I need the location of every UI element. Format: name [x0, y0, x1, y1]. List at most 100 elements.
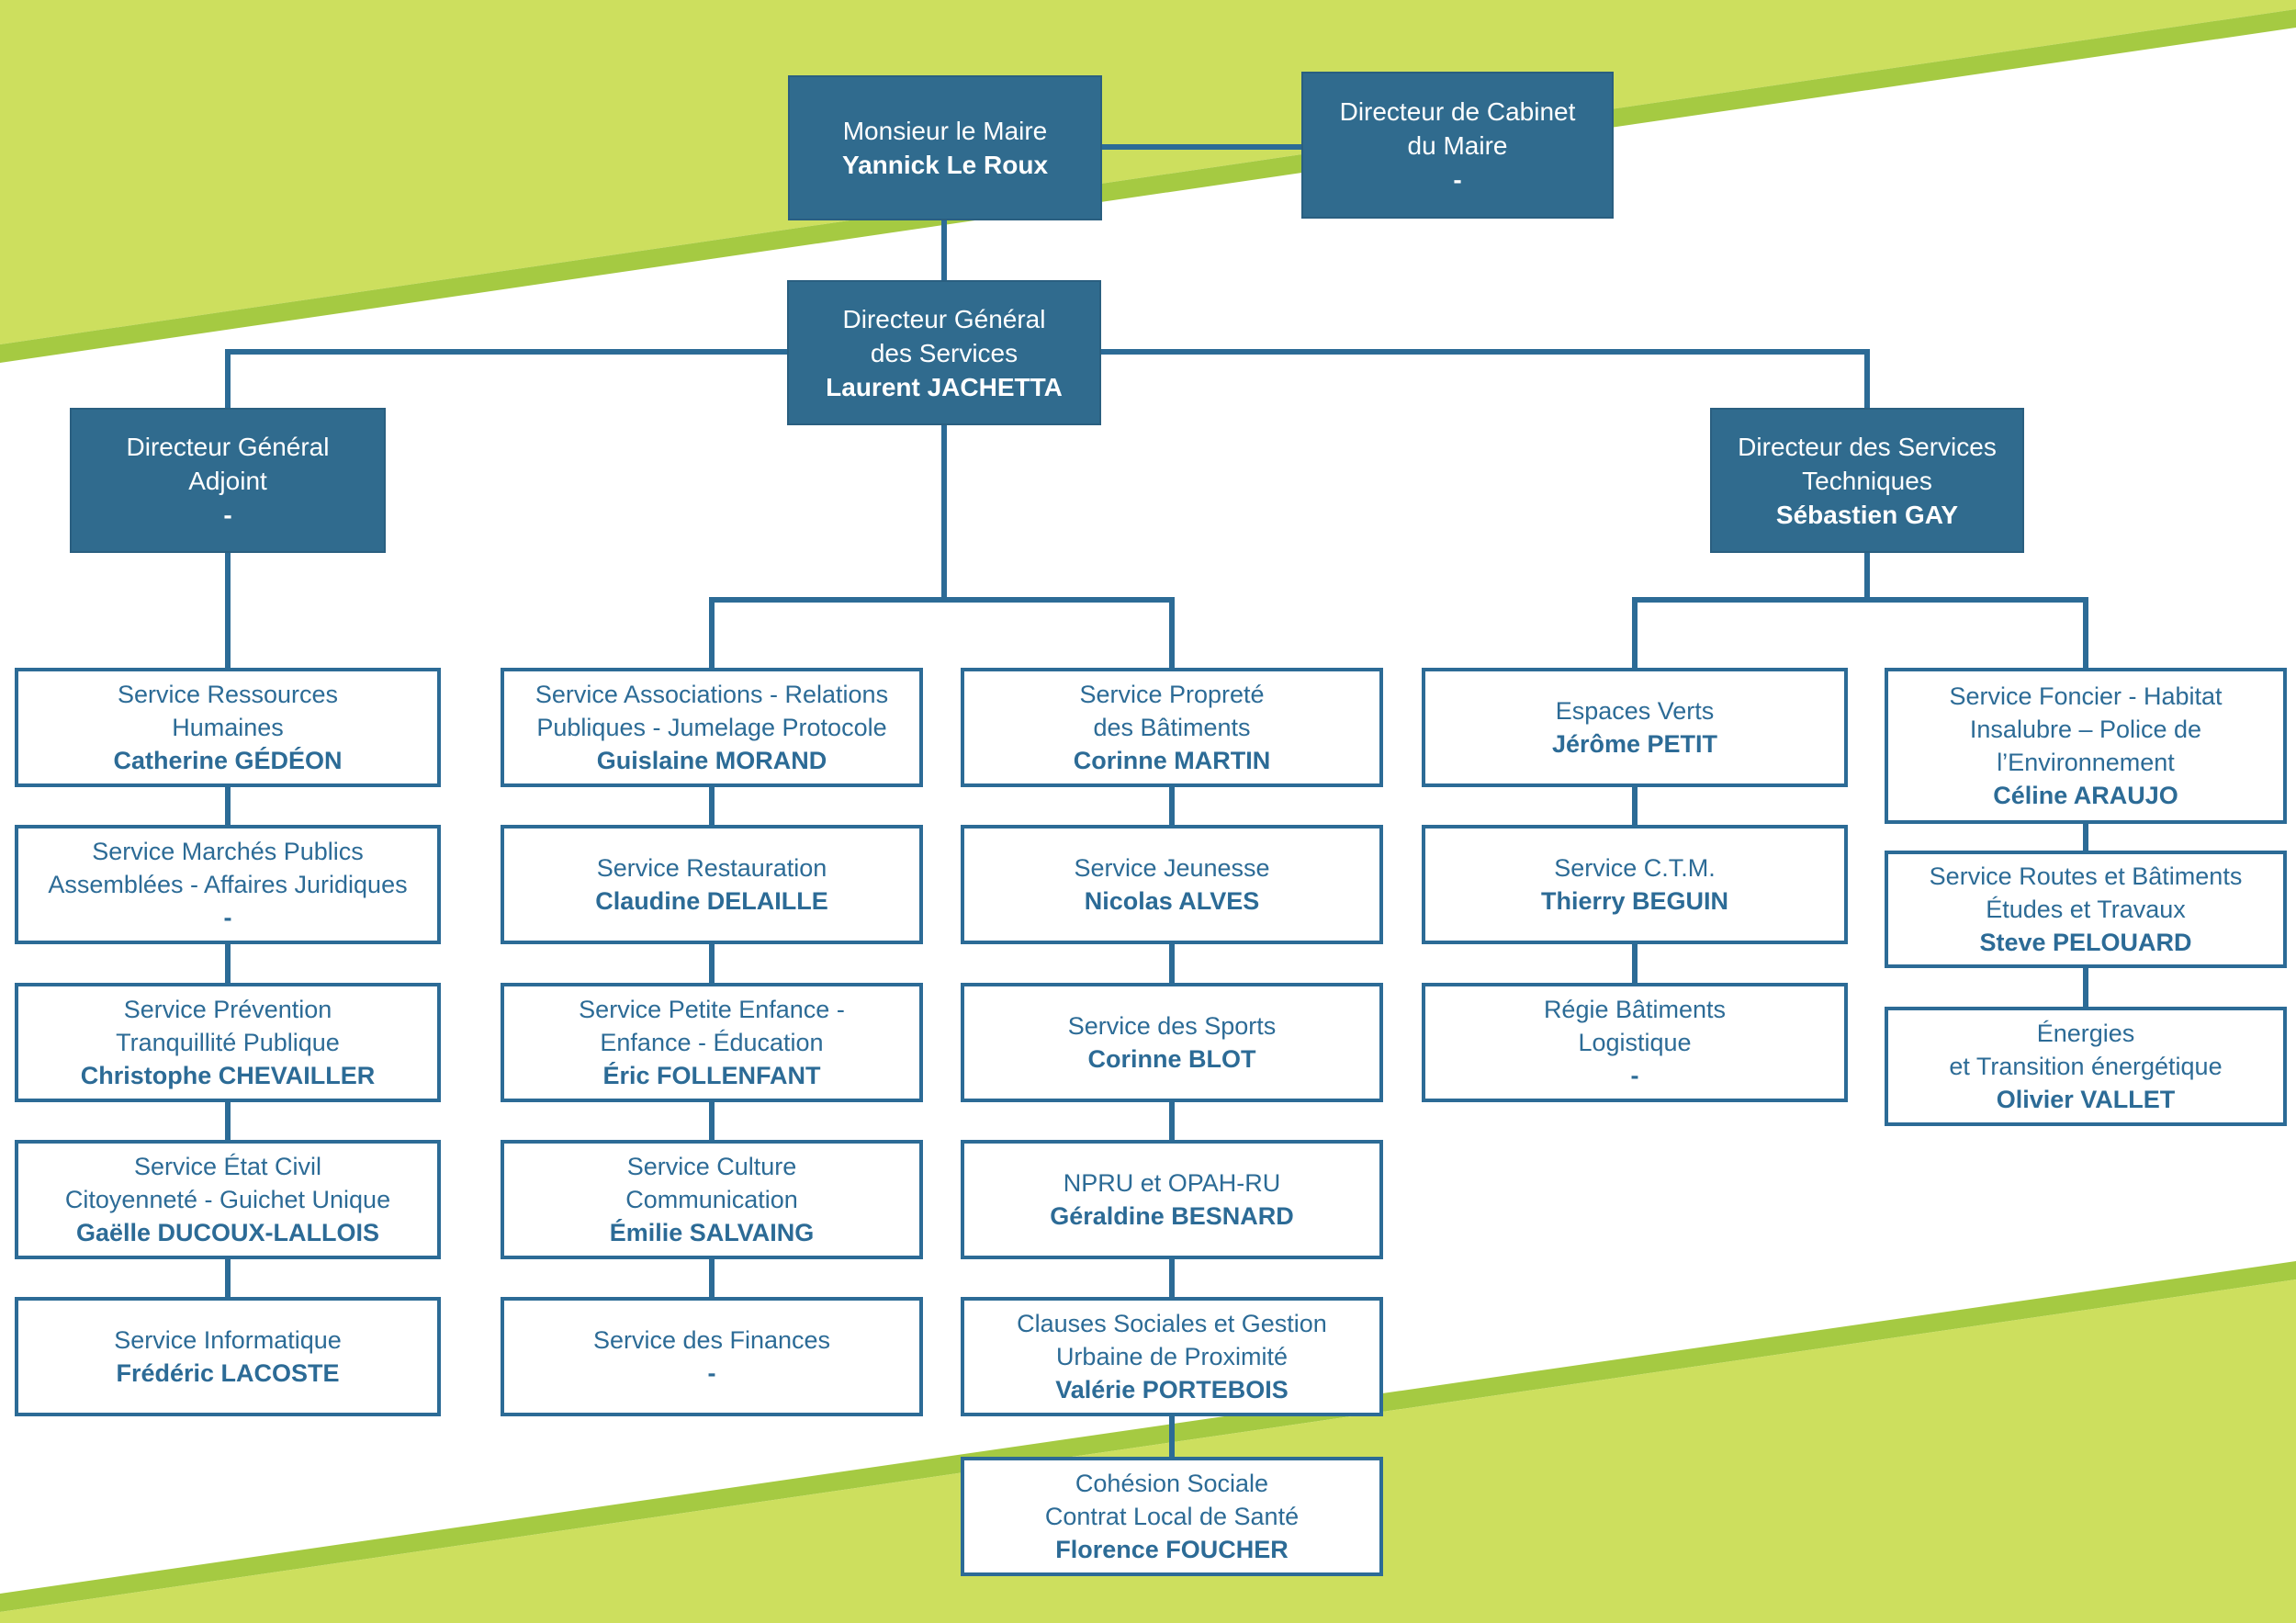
- connector-line: [1101, 144, 1301, 150]
- connector-line: [225, 352, 231, 408]
- service-line: Insalubre – Police de: [1969, 716, 2202, 743]
- person-name: Sébastien GAY: [1775, 500, 1959, 529]
- connector-line: [709, 597, 1175, 603]
- title-line: Directeur Général: [842, 304, 1046, 333]
- connector-line: [225, 553, 231, 668]
- person-name: Steve PELOUARD: [1979, 929, 2192, 956]
- service-line: Régie Bâtiments: [1543, 996, 1727, 1023]
- service-line: l’Environnement: [1997, 749, 2175, 776]
- person-name: Catherine GÉDÉON: [113, 747, 343, 774]
- box-espaces-verts: Espaces Verts Jérôme PETIT: [1422, 668, 1848, 787]
- connector-line: [1169, 1102, 1175, 1140]
- person-name: Laurent JACHETTA: [826, 372, 1063, 401]
- title-line: Techniques: [1802, 466, 1932, 495]
- person-name: -: [1630, 1062, 1639, 1089]
- service-line: Service des Finances: [592, 1326, 831, 1354]
- connector-line: [1632, 597, 2088, 603]
- box-energies-transition: Énergies et Transition énergétique Olivi…: [1885, 1007, 2287, 1126]
- connector-line: [1864, 553, 1870, 601]
- person-name: Yannick Le Roux: [841, 151, 1049, 179]
- box-npru-opah-ru: NPRU et OPAH-RU Géraldine BESNARD: [961, 1140, 1383, 1259]
- service-line: Publiques - Jumelage Protocole: [536, 714, 887, 741]
- box-dgs: Directeur Général des Services Laurent J…: [787, 280, 1101, 425]
- service-line: Service État Civil: [133, 1153, 322, 1180]
- service-line: Service Foncier - Habitat: [1949, 682, 2223, 710]
- box-service-prevention: Service Prévention Tranquillité Publique…: [15, 983, 441, 1102]
- connector-line: [1169, 597, 1175, 668]
- service-line: Service Informatique: [114, 1326, 342, 1354]
- connector-line: [1169, 944, 1175, 983]
- person-name: Claudine DELAILLE: [595, 887, 828, 915]
- person-name: Nicolas ALVES: [1084, 887, 1260, 915]
- person-name: Géraldine BESNARD: [1050, 1202, 1294, 1230]
- service-line: Service Petite Enfance -: [579, 996, 845, 1023]
- connector-line: [709, 787, 715, 825]
- box-service-associations: Service Associations - Relations Publiqu…: [501, 668, 923, 787]
- person-name: Émilie SALVAING: [609, 1219, 815, 1246]
- service-line: NPRU et OPAH-RU: [1063, 1169, 1281, 1197]
- person-name: -: [707, 1359, 716, 1387]
- connector-line: [709, 944, 715, 983]
- box-maire: Monsieur le Maire Yannick Le Roux: [788, 75, 1102, 220]
- service-line: Service Routes et Bâtiments: [1929, 862, 2243, 890]
- service-line: Service Ressources: [117, 681, 339, 708]
- connector-line: [2083, 968, 2088, 1007]
- person-name: -: [1453, 164, 1462, 194]
- service-line: Citoyenneté - Guichet Unique: [64, 1186, 391, 1213]
- box-service-culture-communication: Service Culture Communication Émilie SAL…: [501, 1140, 923, 1259]
- person-name: Jérôme PETIT: [1551, 730, 1718, 758]
- person-name: Corinne MARTIN: [1073, 747, 1271, 774]
- box-service-ressources-humaines: Service Ressources Humaines Catherine GÉ…: [15, 668, 441, 787]
- person-name: Céline ARAUJO: [1993, 782, 2178, 809]
- person-name: -: [223, 904, 232, 931]
- connector-line: [941, 220, 947, 280]
- box-service-finances: Service des Finances -: [501, 1297, 923, 1416]
- title-line: des Services: [870, 338, 1019, 367]
- connector-line: [1632, 787, 1638, 825]
- service-line: Service Marchés Publics: [92, 838, 364, 865]
- person-name: Thierry BEGUIN: [1540, 887, 1729, 915]
- connector-line: [1864, 352, 1870, 408]
- connector-line: [1632, 944, 1638, 983]
- person-name: Christophe CHEVAILLER: [80, 1062, 376, 1089]
- box-service-petite-enfance: Service Petite Enfance - Enfance - Éduca…: [501, 983, 923, 1102]
- box-service-ctm: Service C.T.M. Thierry BEGUIN: [1422, 825, 1848, 944]
- title-line: Directeur des Services: [1738, 432, 1997, 461]
- service-line: Service Restauration: [596, 854, 827, 882]
- service-line: Service Culture: [626, 1153, 797, 1180]
- box-regie-batiments: Régie Bâtiments Logistique -: [1422, 983, 1848, 1102]
- service-line: Espaces Verts: [1555, 697, 1715, 725]
- connector-line: [225, 1259, 231, 1297]
- service-line: des Bâtiments: [1093, 714, 1251, 741]
- service-line: et Transition énergétique: [1949, 1053, 2223, 1080]
- person-name: Valérie PORTEBOIS: [1055, 1376, 1289, 1403]
- box-service-marches-publics: Service Marchés Publics Assemblées - Aff…: [15, 825, 441, 944]
- box-service-informatique: Service Informatique Frédéric LACOSTE: [15, 1297, 441, 1416]
- service-line: Service des Sports: [1067, 1012, 1277, 1040]
- title-line: Adjoint: [188, 466, 267, 495]
- service-line: Service Prévention: [123, 996, 332, 1023]
- connector-line: [709, 597, 715, 668]
- box-service-jeunesse: Service Jeunesse Nicolas ALVES: [961, 825, 1383, 944]
- box-dst: Directeur des Services Techniques Sébast…: [1710, 408, 2024, 553]
- service-line: Contrat Local de Santé: [1044, 1503, 1300, 1530]
- title-line: Directeur Général: [126, 432, 330, 461]
- service-line: Urbaine de Proximité: [1055, 1343, 1289, 1370]
- connector-line: [225, 944, 231, 983]
- connector-line: [2083, 597, 2088, 668]
- service-line: Humaines: [172, 714, 284, 741]
- connector-line: [1632, 597, 1638, 668]
- person-name: Corinne BLOT: [1087, 1045, 1256, 1073]
- service-line: Cohésion Sociale: [1075, 1470, 1269, 1497]
- box-service-etat-civil: Service État Civil Citoyenneté - Guichet…: [15, 1140, 441, 1259]
- service-line: Service Propreté: [1079, 681, 1265, 708]
- person-name: -: [223, 500, 232, 529]
- person-name: Gaëlle DUCOUX-LALLOIS: [75, 1219, 380, 1246]
- connector-line: [2083, 824, 2088, 851]
- person-name: Florence FOUCHER: [1055, 1536, 1289, 1563]
- title-line: Directeur de Cabinet: [1339, 96, 1576, 126]
- connector-line: [225, 1102, 231, 1140]
- service-line: Études et Travaux: [1986, 896, 2186, 923]
- connector-line: [941, 423, 947, 600]
- service-line: Service Jeunesse: [1074, 854, 1270, 882]
